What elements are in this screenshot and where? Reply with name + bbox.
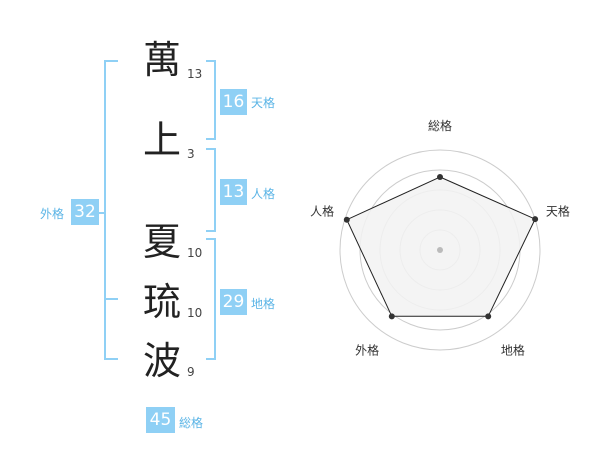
- gaikaku-value-badge: 32: [71, 199, 99, 225]
- jinkaku-label: 人格: [251, 187, 276, 201]
- radar-center-dot: [437, 247, 443, 253]
- radar-point-1: [532, 216, 539, 223]
- radar-point-3: [388, 313, 395, 320]
- radar-point-4: [343, 216, 350, 223]
- radar-point-2: [485, 313, 492, 320]
- gaikaku-bracket-divider: [104, 298, 118, 300]
- name-char-3: 夏: [142, 220, 181, 264]
- radar-axis-label-1: 天格: [546, 204, 570, 219]
- tenkaku-value-badge: 16: [220, 89, 247, 115]
- gaikaku-bracket-tick: [99, 212, 105, 214]
- gaikaku-label: 外格: [40, 207, 65, 221]
- name-char-2: 上: [142, 118, 181, 162]
- stroke-count-1: 13: [187, 67, 203, 81]
- jinkaku-value-badge: 13: [220, 179, 247, 205]
- stroke-count-3: 10: [187, 246, 203, 260]
- gaikaku-bracket: [104, 60, 118, 360]
- name-char-5: 波: [142, 339, 181, 383]
- chikaku-label: 地格: [251, 297, 276, 311]
- radar-score-polygon: [346, 176, 536, 317]
- jinkaku-bracket: [206, 148, 216, 232]
- tenkaku-label: 天格: [251, 96, 276, 110]
- radar-axis-label-0: 総格: [428, 118, 452, 133]
- radar-axis-label-4: 人格: [310, 204, 334, 219]
- chikaku-value-badge: 29: [220, 289, 247, 315]
- chikaku-bracket: [206, 238, 216, 360]
- stroke-count-5: 9: [187, 365, 195, 379]
- soukaku-label: 総格: [179, 416, 204, 430]
- name-char-1: 萬: [142, 38, 181, 82]
- stroke-count-4: 10: [187, 306, 203, 320]
- tenkaku-bracket: [206, 60, 216, 140]
- radar-axis-label-3: 外格: [355, 342, 379, 357]
- soukaku-value-badge: 45: [146, 407, 175, 433]
- stroke-count-2: 3: [187, 147, 195, 161]
- radar-axis-label-2: 地格: [501, 342, 525, 357]
- name-char-4: 琉: [142, 280, 181, 324]
- radar-point-0: [437, 174, 443, 180]
- radar-score-points: [343, 174, 539, 320]
